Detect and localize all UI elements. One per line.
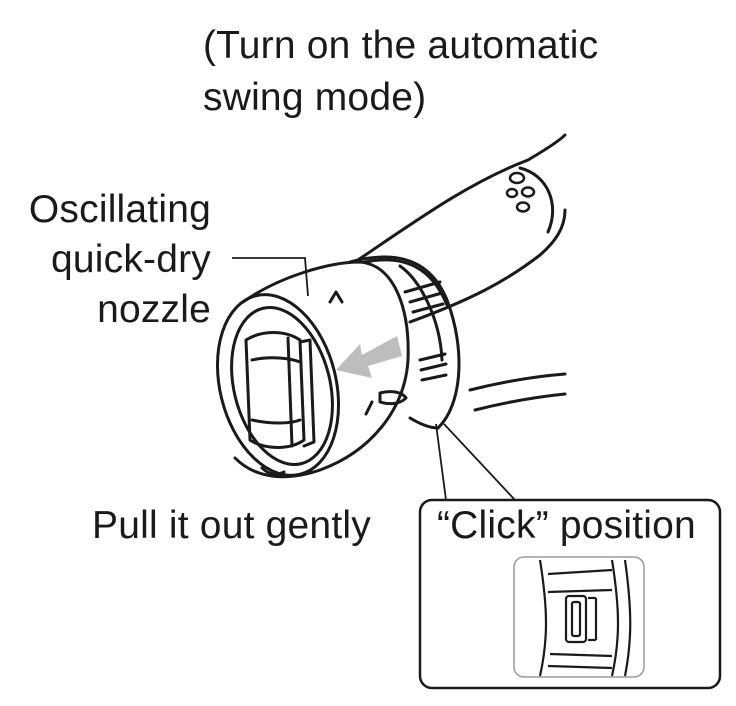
nozzle-leader-line <box>232 257 309 297</box>
click-detail-drawing <box>538 559 632 677</box>
arrow-left-icon <box>336 336 402 378</box>
click-position-label: “Click” position <box>437 504 696 547</box>
swing-mode-caption: (Turn on the automatic swing mode) <box>203 20 598 124</box>
swing-mode-caption-line-2: swing mode) <box>203 76 427 119</box>
nozzle-front <box>215 260 410 479</box>
click-position-inset <box>418 498 722 690</box>
inset-leader-lines <box>435 423 516 501</box>
nozzle-label: Oscillating quick-dry nozzle <box>29 185 211 335</box>
pull-out-label: Pull it out gently <box>92 504 371 547</box>
nozzle-collar <box>348 255 461 430</box>
swing-mode-caption-line-1: (Turn on the automatic <box>203 24 599 67</box>
nozzle-label-line-2: quick-dry <box>50 238 211 281</box>
nozzle-label-line-3: nozzle <box>97 288 211 331</box>
nozzle-label-line-1: Oscillating <box>28 188 211 231</box>
vent-holes-icon <box>505 171 536 213</box>
